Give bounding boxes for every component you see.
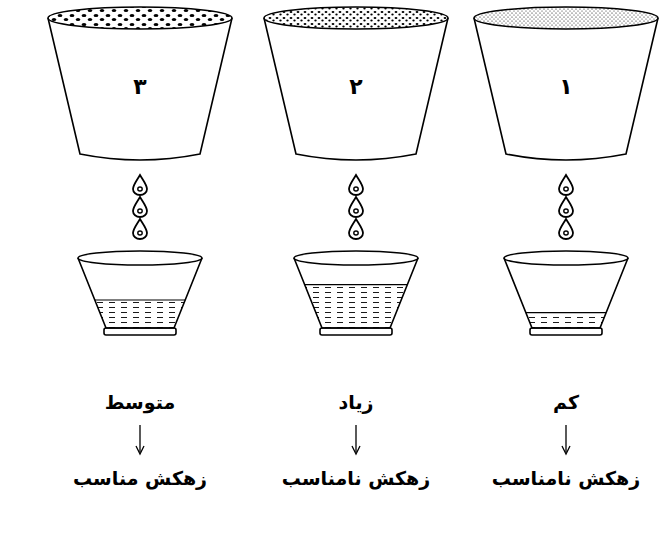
permeability-label: کم xyxy=(553,391,579,413)
flower-pot: ۳ xyxy=(45,4,235,169)
flower-pot: ۲ xyxy=(261,4,451,169)
flower-pot: ۱ xyxy=(471,4,661,169)
permeability-label: متوسط xyxy=(105,391,175,413)
pot-number: ۱ xyxy=(559,74,572,99)
drainage-label: زهکش مناسب xyxy=(73,467,207,489)
permeability-label: زیاد xyxy=(339,391,374,413)
pot-number: ۳ xyxy=(133,74,146,99)
pot-number: ۲ xyxy=(349,74,362,99)
drainage-label: زهکش نامناسب xyxy=(492,467,640,489)
drainage-label: زهکش نامناسب xyxy=(282,467,430,489)
